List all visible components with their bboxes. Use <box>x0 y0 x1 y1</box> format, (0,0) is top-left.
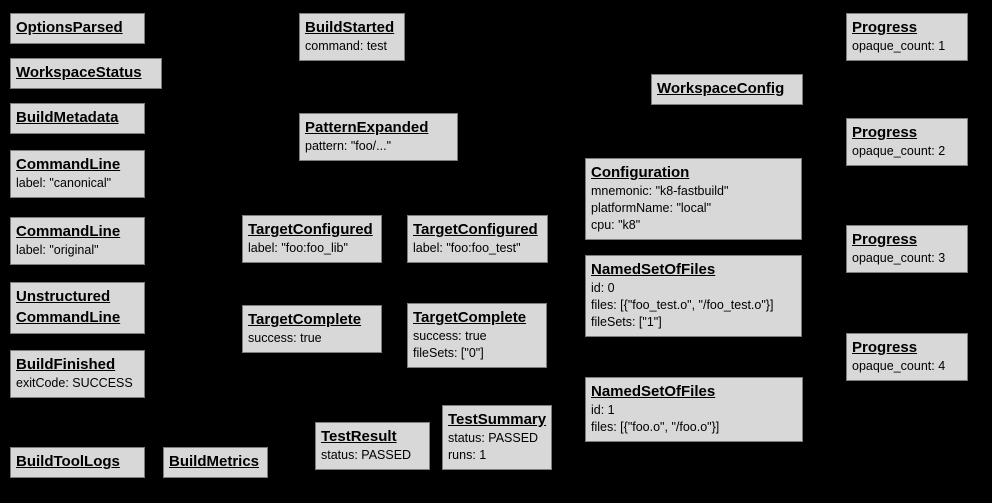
node-title: CommandLine <box>16 156 121 173</box>
node-workspace-status: WorkspaceStatus <box>10 58 162 89</box>
node-field: label: "foo:foo_test" <box>413 241 521 255</box>
node-field: label: "original" <box>16 243 99 257</box>
node-title: WorkspaceConfig <box>657 80 785 97</box>
node-command-line-canonical: CommandLine label: "canonical" <box>10 150 145 198</box>
node-field: fileSets: ["0"] <box>413 346 484 360</box>
node-field: label: "foo:foo_lib" <box>248 241 348 255</box>
node-named-set-of-files-1: NamedSetOfFiles id: 1 files: [{"foo.o", … <box>585 377 803 442</box>
node-pattern-expanded: PatternExpanded pattern: "foo/..." <box>299 113 458 161</box>
node-field: id: 0 <box>591 281 615 295</box>
node-field: platformName: "local" <box>591 201 712 215</box>
node-title: BuildStarted <box>305 19 395 36</box>
node-title: TestResult <box>321 428 397 445</box>
node-target-complete-foo-lib: TargetComplete success: true <box>242 305 382 353</box>
node-build-tool-logs: BuildToolLogs <box>10 447 145 478</box>
node-unstructured-command-line: Unstructured CommandLine <box>10 282 145 334</box>
node-title: Configuration <box>591 164 690 181</box>
node-title: Progress <box>852 19 918 36</box>
node-field: exitCode: SUCCESS <box>16 376 133 390</box>
node-named-set-of-files-0: NamedSetOfFiles id: 0 files: [{"foo_test… <box>585 255 802 337</box>
node-title: OptionsParsed <box>16 19 123 36</box>
node-field: opaque_count: 4 <box>852 359 946 373</box>
node-field: pattern: "foo/..." <box>305 139 392 153</box>
node-title: BuildMetadata <box>16 109 119 126</box>
node-title: Unstructured CommandLine <box>16 288 121 326</box>
node-title: TargetConfigured <box>248 221 373 238</box>
node-field: success: true <box>413 329 487 343</box>
node-title: NamedSetOfFiles <box>591 383 716 400</box>
node-build-finished: BuildFinished exitCode: SUCCESS <box>10 350 145 398</box>
node-field: runs: 1 <box>448 448 487 462</box>
node-target-complete-foo-test: TargetComplete success: true fileSets: [… <box>407 303 547 368</box>
node-build-started: BuildStarted command: test <box>299 13 405 61</box>
node-title: BuildMetrics <box>169 453 260 470</box>
node-test-summary: TestSummary status: PASSED runs: 1 <box>442 405 552 470</box>
node-title: TestSummary <box>448 411 547 428</box>
node-target-configured-foo-lib: TargetConfigured label: "foo:foo_lib" <box>242 215 382 263</box>
node-title: WorkspaceStatus <box>16 64 142 81</box>
node-field: cpu: "k8" <box>591 218 641 232</box>
node-progress-4: Progress opaque_count: 4 <box>846 333 968 381</box>
node-field: success: true <box>248 331 322 345</box>
node-field: files: [{"foo_test.o", "/foo_test.o"}] <box>591 298 774 312</box>
node-field: label: "canonical" <box>16 176 112 190</box>
node-workspace-config: WorkspaceConfig <box>651 74 803 105</box>
node-field: opaque_count: 2 <box>852 144 946 158</box>
node-progress-3: Progress opaque_count: 3 <box>846 225 968 273</box>
node-field: status: PASSED <box>448 431 539 445</box>
node-build-metrics: BuildMetrics <box>163 447 268 478</box>
node-title: Progress <box>852 124 918 141</box>
node-test-result: TestResult status: PASSED <box>315 422 430 470</box>
node-title: TargetConfigured <box>413 221 538 238</box>
node-title: CommandLine <box>16 223 121 240</box>
node-title: NamedSetOfFiles <box>591 261 716 278</box>
node-field: id: 1 <box>591 403 615 417</box>
node-field: opaque_count: 3 <box>852 251 946 265</box>
node-field: fileSets: ["1"] <box>591 315 662 329</box>
node-command-line-original: CommandLine label: "original" <box>10 217 145 265</box>
node-target-configured-foo-test: TargetConfigured label: "foo:foo_test" <box>407 215 548 263</box>
node-title: Progress <box>852 339 918 356</box>
node-field: opaque_count: 1 <box>852 39 946 53</box>
node-title: Progress <box>852 231 918 248</box>
node-progress-1: Progress opaque_count: 1 <box>846 13 968 61</box>
node-field: status: PASSED <box>321 448 412 462</box>
node-field: files: [{"foo.o", "/foo.o"}] <box>591 420 720 434</box>
node-title: PatternExpanded <box>305 119 429 136</box>
node-title: TargetComplete <box>413 309 527 326</box>
node-title: TargetComplete <box>248 311 362 328</box>
node-title: BuildFinished <box>16 356 116 373</box>
node-field: mnemonic: "k8-fastbuild" <box>591 184 729 198</box>
node-progress-2: Progress opaque_count: 2 <box>846 118 968 166</box>
node-build-metadata: BuildMetadata <box>10 103 145 134</box>
node-title: BuildToolLogs <box>16 453 120 470</box>
node-field: command: test <box>305 39 387 53</box>
node-options-parsed: OptionsParsed <box>10 13 145 44</box>
node-configuration: Configuration mnemonic: "k8-fastbuild" p… <box>585 158 802 240</box>
